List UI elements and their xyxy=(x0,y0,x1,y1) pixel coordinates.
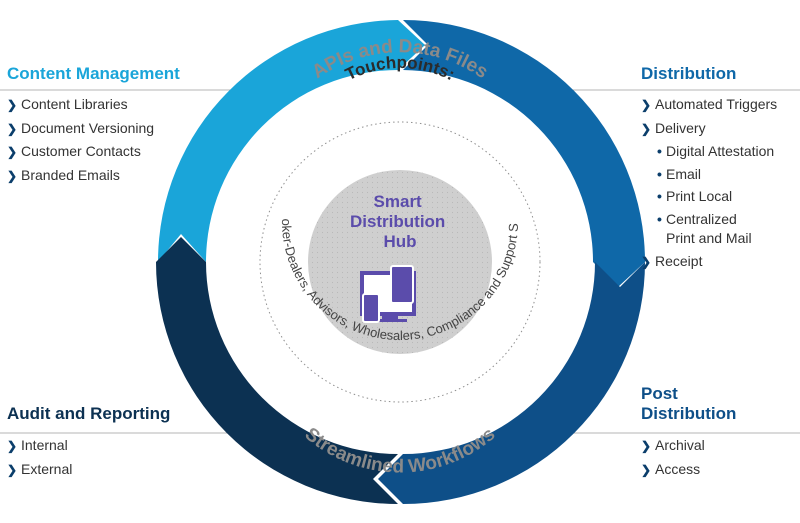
chevron-right-icon: ❯ xyxy=(641,98,652,112)
ring-arrow-distribution xyxy=(403,20,645,287)
chevron-right-icon: ❯ xyxy=(7,98,18,112)
sub-list-item: •Print Local xyxy=(641,185,777,208)
chevron-right-icon: ❯ xyxy=(7,462,18,477)
bullet-icon: • xyxy=(657,210,662,227)
chevron-right-icon: ❯ xyxy=(641,439,652,453)
hub-title-line: Distribution xyxy=(350,212,445,231)
devices-icon xyxy=(360,265,416,323)
list-item: ❯Access xyxy=(641,458,736,482)
content-management-list: ❯Content Libraries ❯Document Versioning … xyxy=(7,93,180,187)
list-item: ❯Customer Contacts xyxy=(7,140,180,164)
audit-reporting-list: ❯Internal ❯External xyxy=(7,434,170,481)
ring-arrow-audit-reporting xyxy=(156,237,398,504)
list-item: ❯Archival xyxy=(641,434,736,458)
list-item: ❯Content Libraries xyxy=(7,93,180,117)
list-item: ❯External xyxy=(7,458,170,482)
distribution-title: Distribution xyxy=(641,64,737,83)
bullet-icon: • xyxy=(657,165,662,182)
content-management-panel: Content Management ❯Content Libraries ❯D… xyxy=(7,64,180,187)
list-item: ❯Document Versioning xyxy=(7,117,180,141)
list-item: ❯Receipt xyxy=(641,250,777,274)
post-distribution-list: ❯Archival ❯Access xyxy=(641,434,736,481)
distribution-list: ❯Automated Triggers ❯Delivery •Digital A… xyxy=(641,93,777,273)
audit-reporting-panel: Audit and Reporting ❯Internal ❯External xyxy=(7,404,170,481)
list-item: ❯Delivery xyxy=(641,117,777,141)
bullet-icon: • xyxy=(657,143,662,159)
chevron-right-icon: ❯ xyxy=(7,168,18,183)
ring-arrow-post-distribution xyxy=(378,262,645,504)
ring-arrow-content-management xyxy=(158,20,425,262)
chevron-right-icon: ❯ xyxy=(641,462,652,477)
chevron-right-icon: ❯ xyxy=(7,145,18,159)
sub-list-item: •Centralized Print and Mail xyxy=(657,210,752,246)
content-management-title: Content Management xyxy=(7,64,180,83)
sub-list-item: •Digital Attestation xyxy=(641,140,777,163)
hub-texture xyxy=(308,170,492,354)
post-distribution-panel: Post Distribution ❯Archival ❯Access xyxy=(641,384,736,481)
distribution-panel: Distribution ❯Automated Triggers ❯Delive… xyxy=(641,64,777,273)
chevron-right-icon: ❯ xyxy=(641,121,652,136)
hub-title-line: Hub xyxy=(383,232,416,251)
post-distribution-title-line: Post xyxy=(641,384,678,403)
audit-reporting-title: Audit and Reporting xyxy=(7,404,171,423)
post-distribution-title-line: Distribution xyxy=(641,404,737,423)
chevron-right-icon: ❯ xyxy=(7,121,18,136)
list-item: ❯Automated Triggers xyxy=(641,93,777,117)
sub-list-item: •Email xyxy=(641,163,777,186)
list-item: ❯Internal xyxy=(7,434,170,458)
post-distribution-title: Post Distribution xyxy=(641,384,736,424)
bullet-icon: • xyxy=(657,188,662,204)
hub-title-line: Smart xyxy=(374,192,423,211)
list-item: ❯Branded Emails xyxy=(7,164,180,188)
chevron-right-icon: ❯ xyxy=(641,254,652,269)
chevron-right-icon: ❯ xyxy=(7,439,18,453)
hub-title: Smart Distribution Hub xyxy=(350,192,450,251)
